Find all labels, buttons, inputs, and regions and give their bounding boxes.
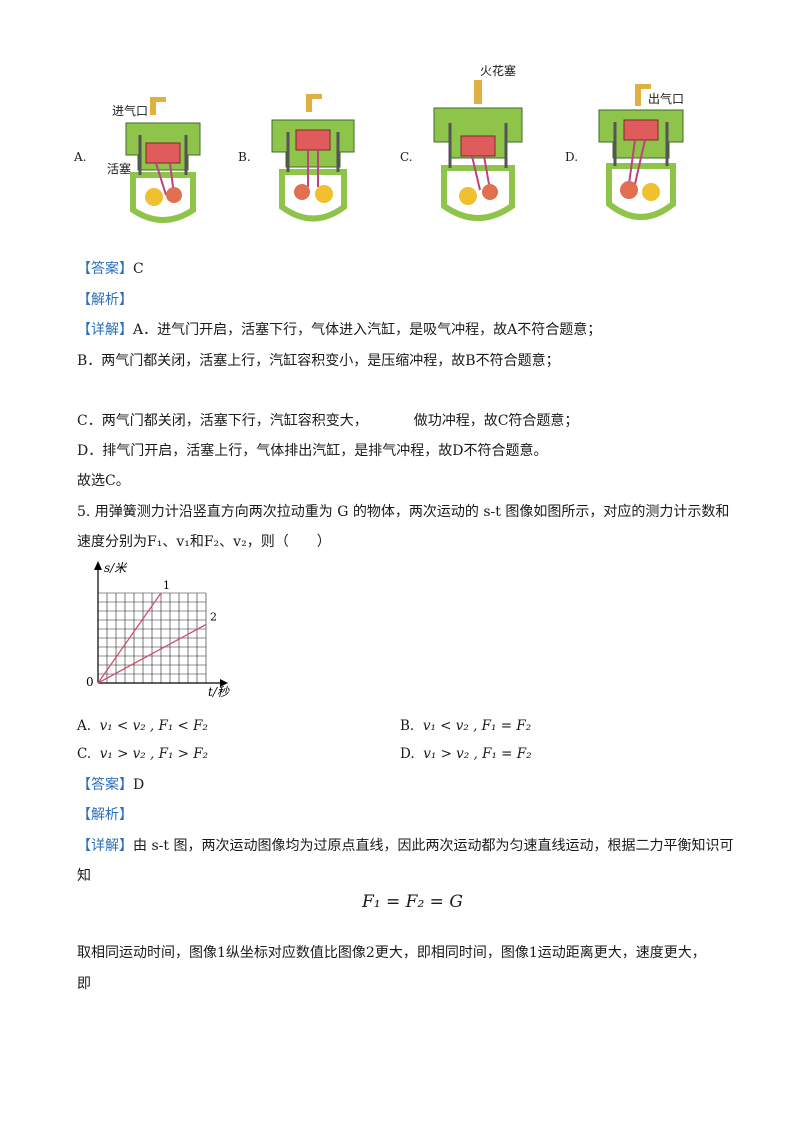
- x-axis-arrow: [220, 679, 228, 687]
- q5-stem-line-1: 5. 用弹簧测力计沿竖直方向两次拉动重为 G 的物体，两次运动的 s-t 图像如…: [77, 504, 730, 520]
- q5-answer-tag: 【答案】: [77, 777, 133, 793]
- q4-answer: 【答案】C: [77, 259, 144, 279]
- q5-option-b: B. v₁ < v₂ , F₁ = F₂: [400, 718, 532, 734]
- engine-b-diagram: [271, 94, 355, 222]
- exhaust-label: 出气口: [648, 92, 685, 106]
- q4-detail-line-a: 【详解】A．进气门开启，活塞下行，气体进入汽缸，是吸气冲程，故A不符合题意；: [77, 322, 602, 338]
- chart-grid: [98, 592, 207, 683]
- q4-detail-tag: 【详解】: [77, 322, 133, 338]
- engine-option-b-letter: B.: [238, 150, 251, 164]
- spark-plug-label: 火花塞: [480, 64, 517, 78]
- engine-option-a-letter: A.: [74, 150, 87, 164]
- q4-analysis-tag: 【解析】: [77, 292, 133, 308]
- engine-a-diagram: [125, 97, 201, 223]
- q5-final-line-2: 即: [77, 976, 91, 992]
- q4-conclusion: 故选C。: [77, 473, 130, 489]
- q5-detail-line-1: 【详解】由 s-t 图，两次运动图像均为过原点直线，因此两次运动都为匀速直线运动…: [77, 838, 734, 854]
- engine-c-diagram: [433, 80, 523, 221]
- series-1-label: 1: [163, 579, 170, 592]
- q5-answer: 【答案】D: [77, 775, 144, 795]
- q5-final-line-1: 取相同运动时间，图像1纵坐标对应数值比图像2更大，即相同时间，图像1运动距离更大…: [77, 945, 706, 961]
- q4-answer-tag: 【答案】: [77, 261, 133, 277]
- y-axis-arrow: [94, 561, 102, 570]
- q5-detail-tag: 【详解】: [77, 838, 133, 854]
- piston-label: 活塞: [107, 162, 132, 176]
- series-2-line: [97, 623, 207, 684]
- q5-formula: F₁ = F₂ = G: [362, 892, 463, 912]
- engine-option-c-letter: C.: [400, 150, 413, 164]
- q5-analysis-tag: 【解析】: [77, 807, 133, 823]
- series-2-label: 2: [210, 611, 217, 624]
- q5-option-a: A. v₁ < v₂ , F₁ < F₂: [77, 718, 208, 734]
- engine-d-diagram: [598, 84, 684, 220]
- q5-option-c: C. v₁ > v₂ , F₁ > F₂: [77, 746, 209, 762]
- engine-option-d-letter: D.: [565, 150, 579, 164]
- q4-detail-line-b: B．两气门都关闭，活塞上行，汽缸容积变小，是压缩冲程，故B不符合题意；: [77, 353, 560, 369]
- st-chart: s/米 t/秒 0 1 2: [86, 561, 230, 698]
- q5-answer-value: D: [133, 777, 145, 793]
- q4-detail-line-c: C．两气门都关闭，活塞下行，汽缸容积变大，做功冲程，故C符合题意；: [77, 413, 579, 429]
- q5-stem-line-2: 速度分别为F₁、v₁和F₂、v₂，则（ ）: [77, 534, 331, 550]
- q4-detail-line-d: D．排气门开启，活塞上行，气体排出汽缸，是排气冲程，故D不符合题意。: [77, 443, 548, 459]
- series-1-line: [97, 592, 162, 684]
- intake-label: 进气口: [112, 104, 149, 118]
- q4-answer-value: C: [133, 261, 144, 277]
- x-axis-label: t/秒: [208, 685, 230, 698]
- origin-label: 0: [86, 675, 94, 689]
- y-axis-label: s/米: [104, 561, 128, 575]
- q5-detail-line-2: 知: [77, 868, 91, 884]
- q5-option-d: D. v₁ > v₂ , F₁ = F₂: [400, 746, 532, 762]
